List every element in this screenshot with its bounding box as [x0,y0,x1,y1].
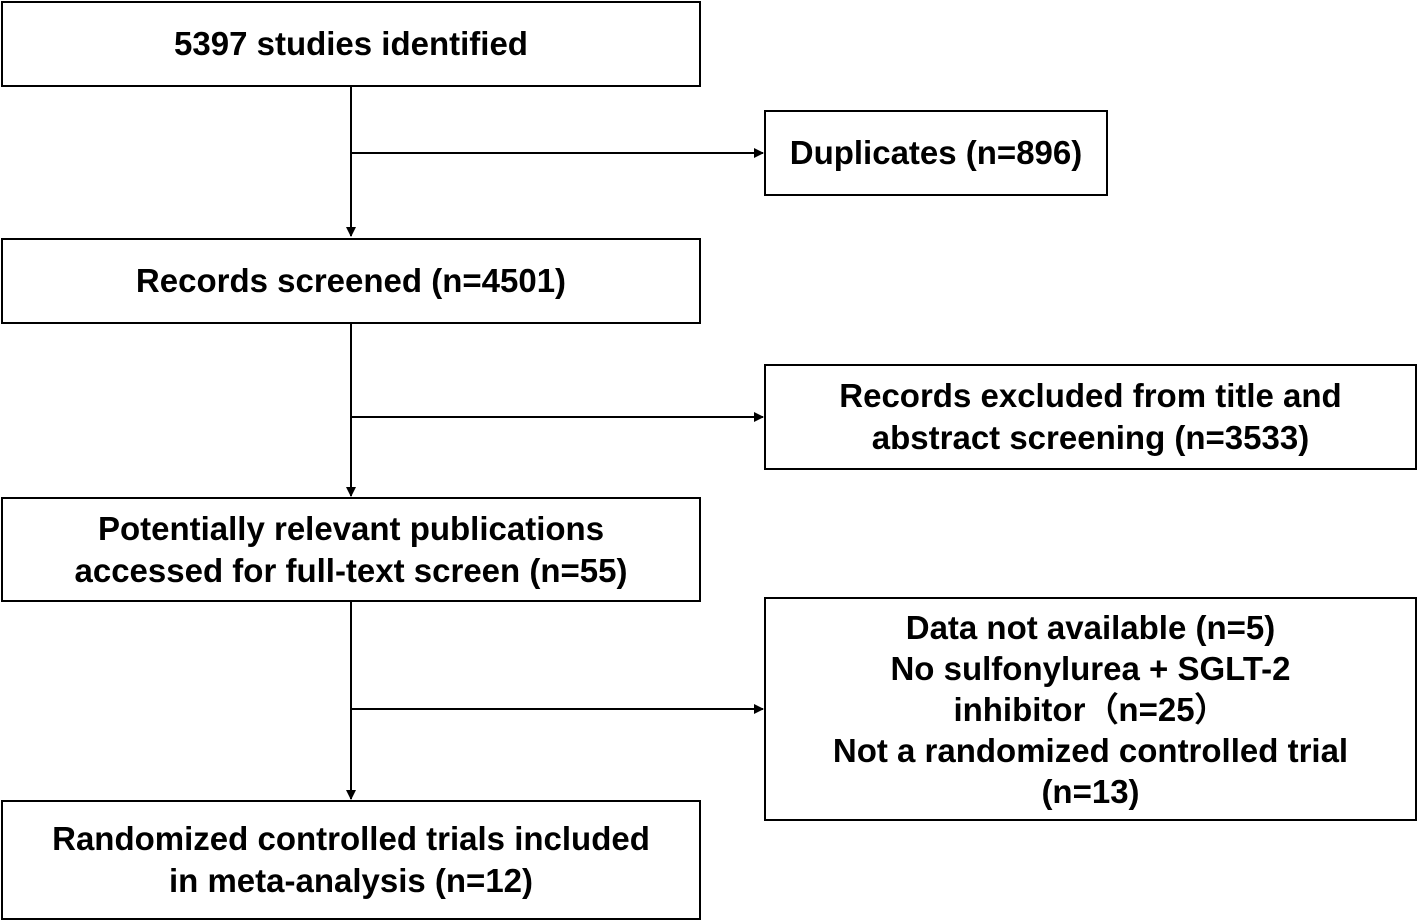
box-line: (n=13) [1041,772,1140,810]
box-line: Randomized controlled trials included [52,820,650,857]
box-studies-identified: 5397 studies identified [1,1,701,87]
box-line: inhibitor（n=25） [953,690,1228,728]
box-fulltext-screen: Potentially relevant publications access… [1,497,701,602]
box-title-abstract-excluded: Records excluded from title and abstract… [764,364,1417,470]
box-line: Records excluded from title and [839,377,1342,414]
box-line: abstract screening (n=3533) [871,419,1310,456]
box-line: Duplicates (n=896) [789,134,1083,171]
box-fulltext-excluded: Data not available (n=5) No sulfonylurea… [764,597,1417,821]
box-line: Records screened (n=4501) [135,262,567,299]
box-line: Not a randomized controlled trial [832,731,1349,769]
box-line: 5397 studies identified [174,25,528,62]
box-line: Data not available (n=5) [905,608,1276,646]
box-duplicates: Duplicates (n=896) [764,110,1108,196]
box-records-screened: Records screened (n=4501) [1,238,701,324]
box-line: in meta-analysis (n=12) [168,862,534,899]
box-line: Potentially relevant publications [97,509,605,547]
box-line: No sulfonylurea + SGLT-2 [890,649,1291,687]
box-included-meta-analysis: Randomized controlled trials included in… [1,800,701,920]
box-line: accessed for full-text screen (n=55) [74,551,628,589]
